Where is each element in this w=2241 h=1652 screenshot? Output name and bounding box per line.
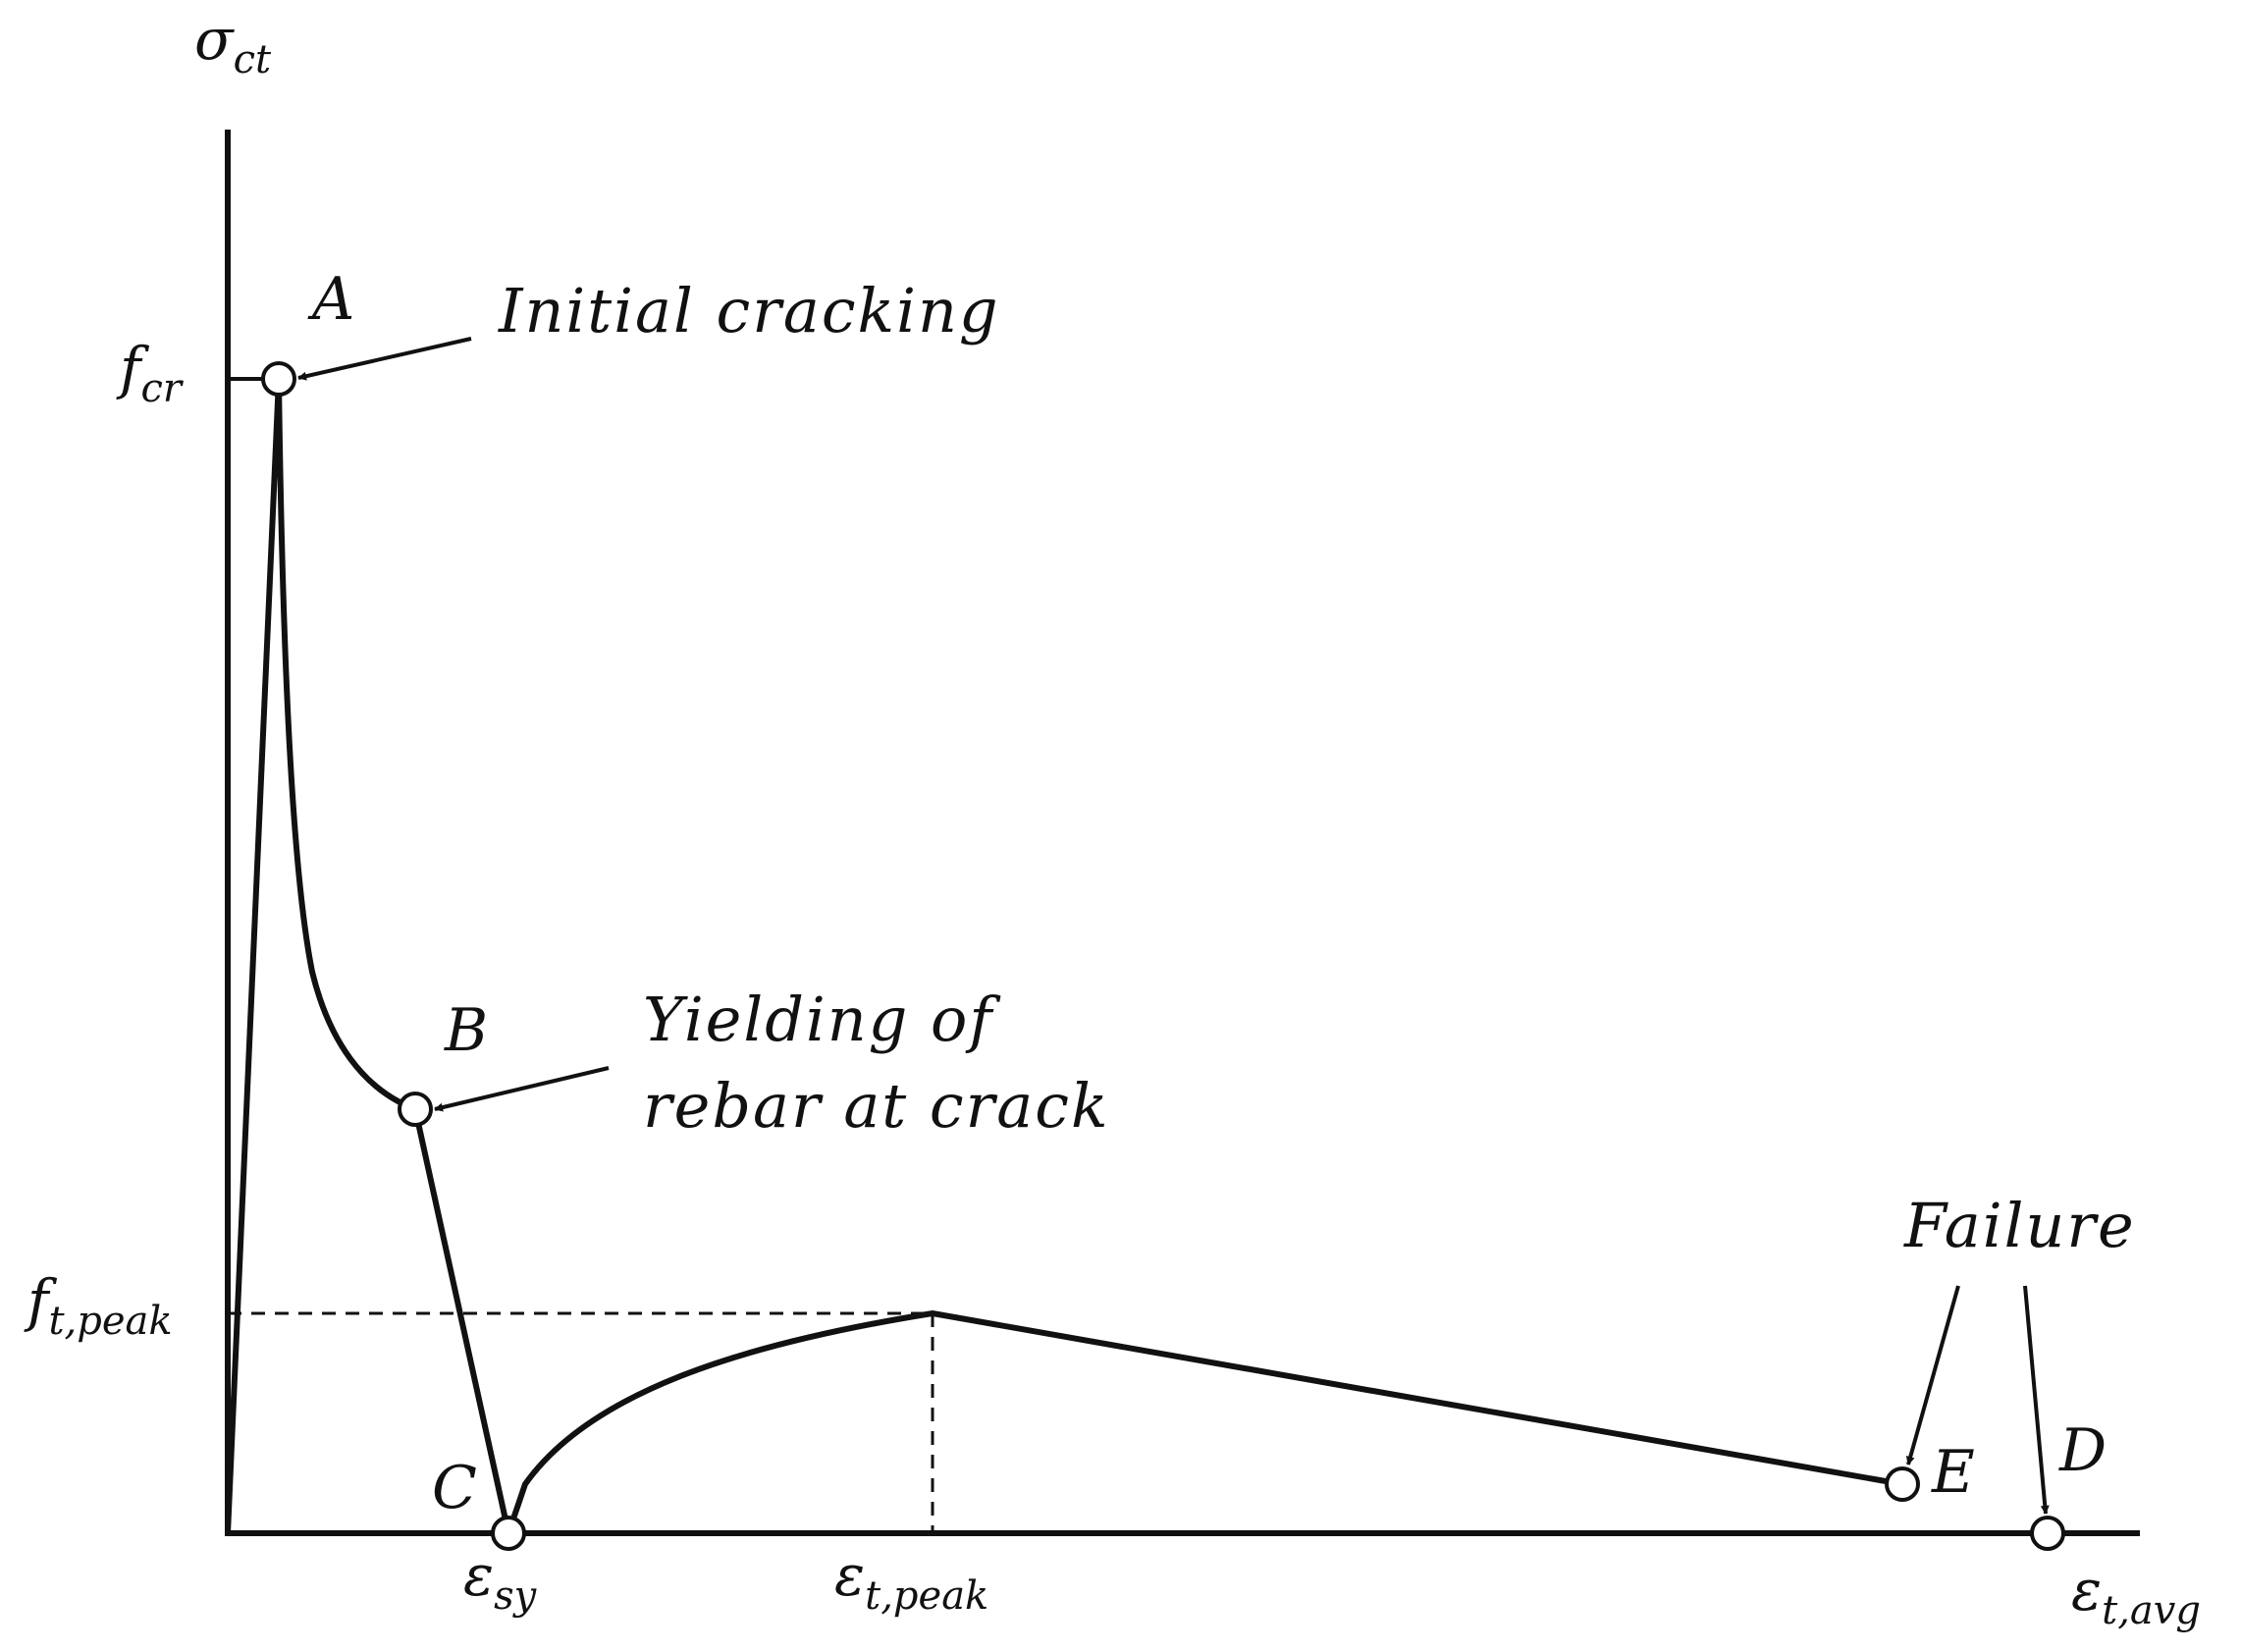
point-a-label: A — [307, 265, 354, 334]
point-d-label: D — [2058, 1416, 2107, 1485]
x-axis-label: εt,avg — [2071, 1557, 2201, 1633]
point-b-label: B — [444, 996, 488, 1065]
point-a-marker — [261, 361, 296, 397]
eps-t-peak-label: εt,peak — [834, 1542, 988, 1619]
point-d-marker — [2030, 1516, 2065, 1551]
failure-arrow-e — [1905, 1285, 1960, 1465]
yielding-arrow — [434, 1066, 610, 1112]
stress-strain-curve — [225, 376, 1903, 1536]
initial-cracking-annotation: Initial cracking — [498, 275, 1000, 346]
eps-sy-label: εsy — [463, 1542, 538, 1619]
failure-arrow-d — [2023, 1285, 2050, 1515]
yielding-annotation-line2: rebar at crack — [643, 1070, 1110, 1142]
initial-cracking-arrow — [297, 337, 472, 381]
point-e-label: E — [1931, 1438, 1975, 1507]
yielding-annotation-line1: Yielding of — [643, 984, 1001, 1055]
point-b-marker — [398, 1092, 433, 1127]
f-cr-label: fcr — [116, 335, 185, 411]
point-e-marker — [1885, 1466, 1920, 1502]
f-t-peak-label: ft,peak — [24, 1267, 173, 1344]
y-axis-label: σct — [194, 6, 272, 82]
failure-annotation: Failure — [1903, 1190, 2136, 1261]
point-c-label: C — [432, 1454, 477, 1522]
point-c-marker — [491, 1516, 526, 1551]
